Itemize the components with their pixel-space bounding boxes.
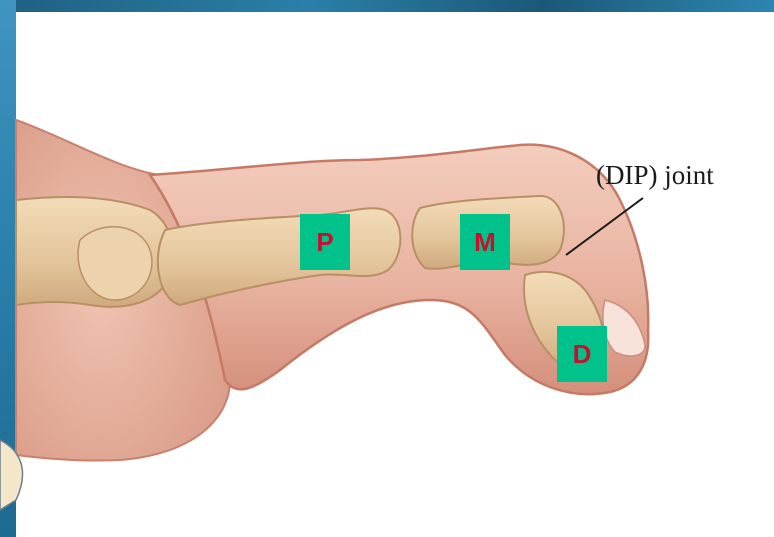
distal-label-text: D xyxy=(573,339,592,370)
distal-label: D xyxy=(557,326,607,382)
proximal-label: P xyxy=(300,214,350,270)
middle-label-text: M xyxy=(474,227,496,258)
middle-label: M xyxy=(460,214,510,270)
proximal-label-text: P xyxy=(316,227,333,258)
dip-joint-label: (DIP) joint xyxy=(596,160,714,191)
